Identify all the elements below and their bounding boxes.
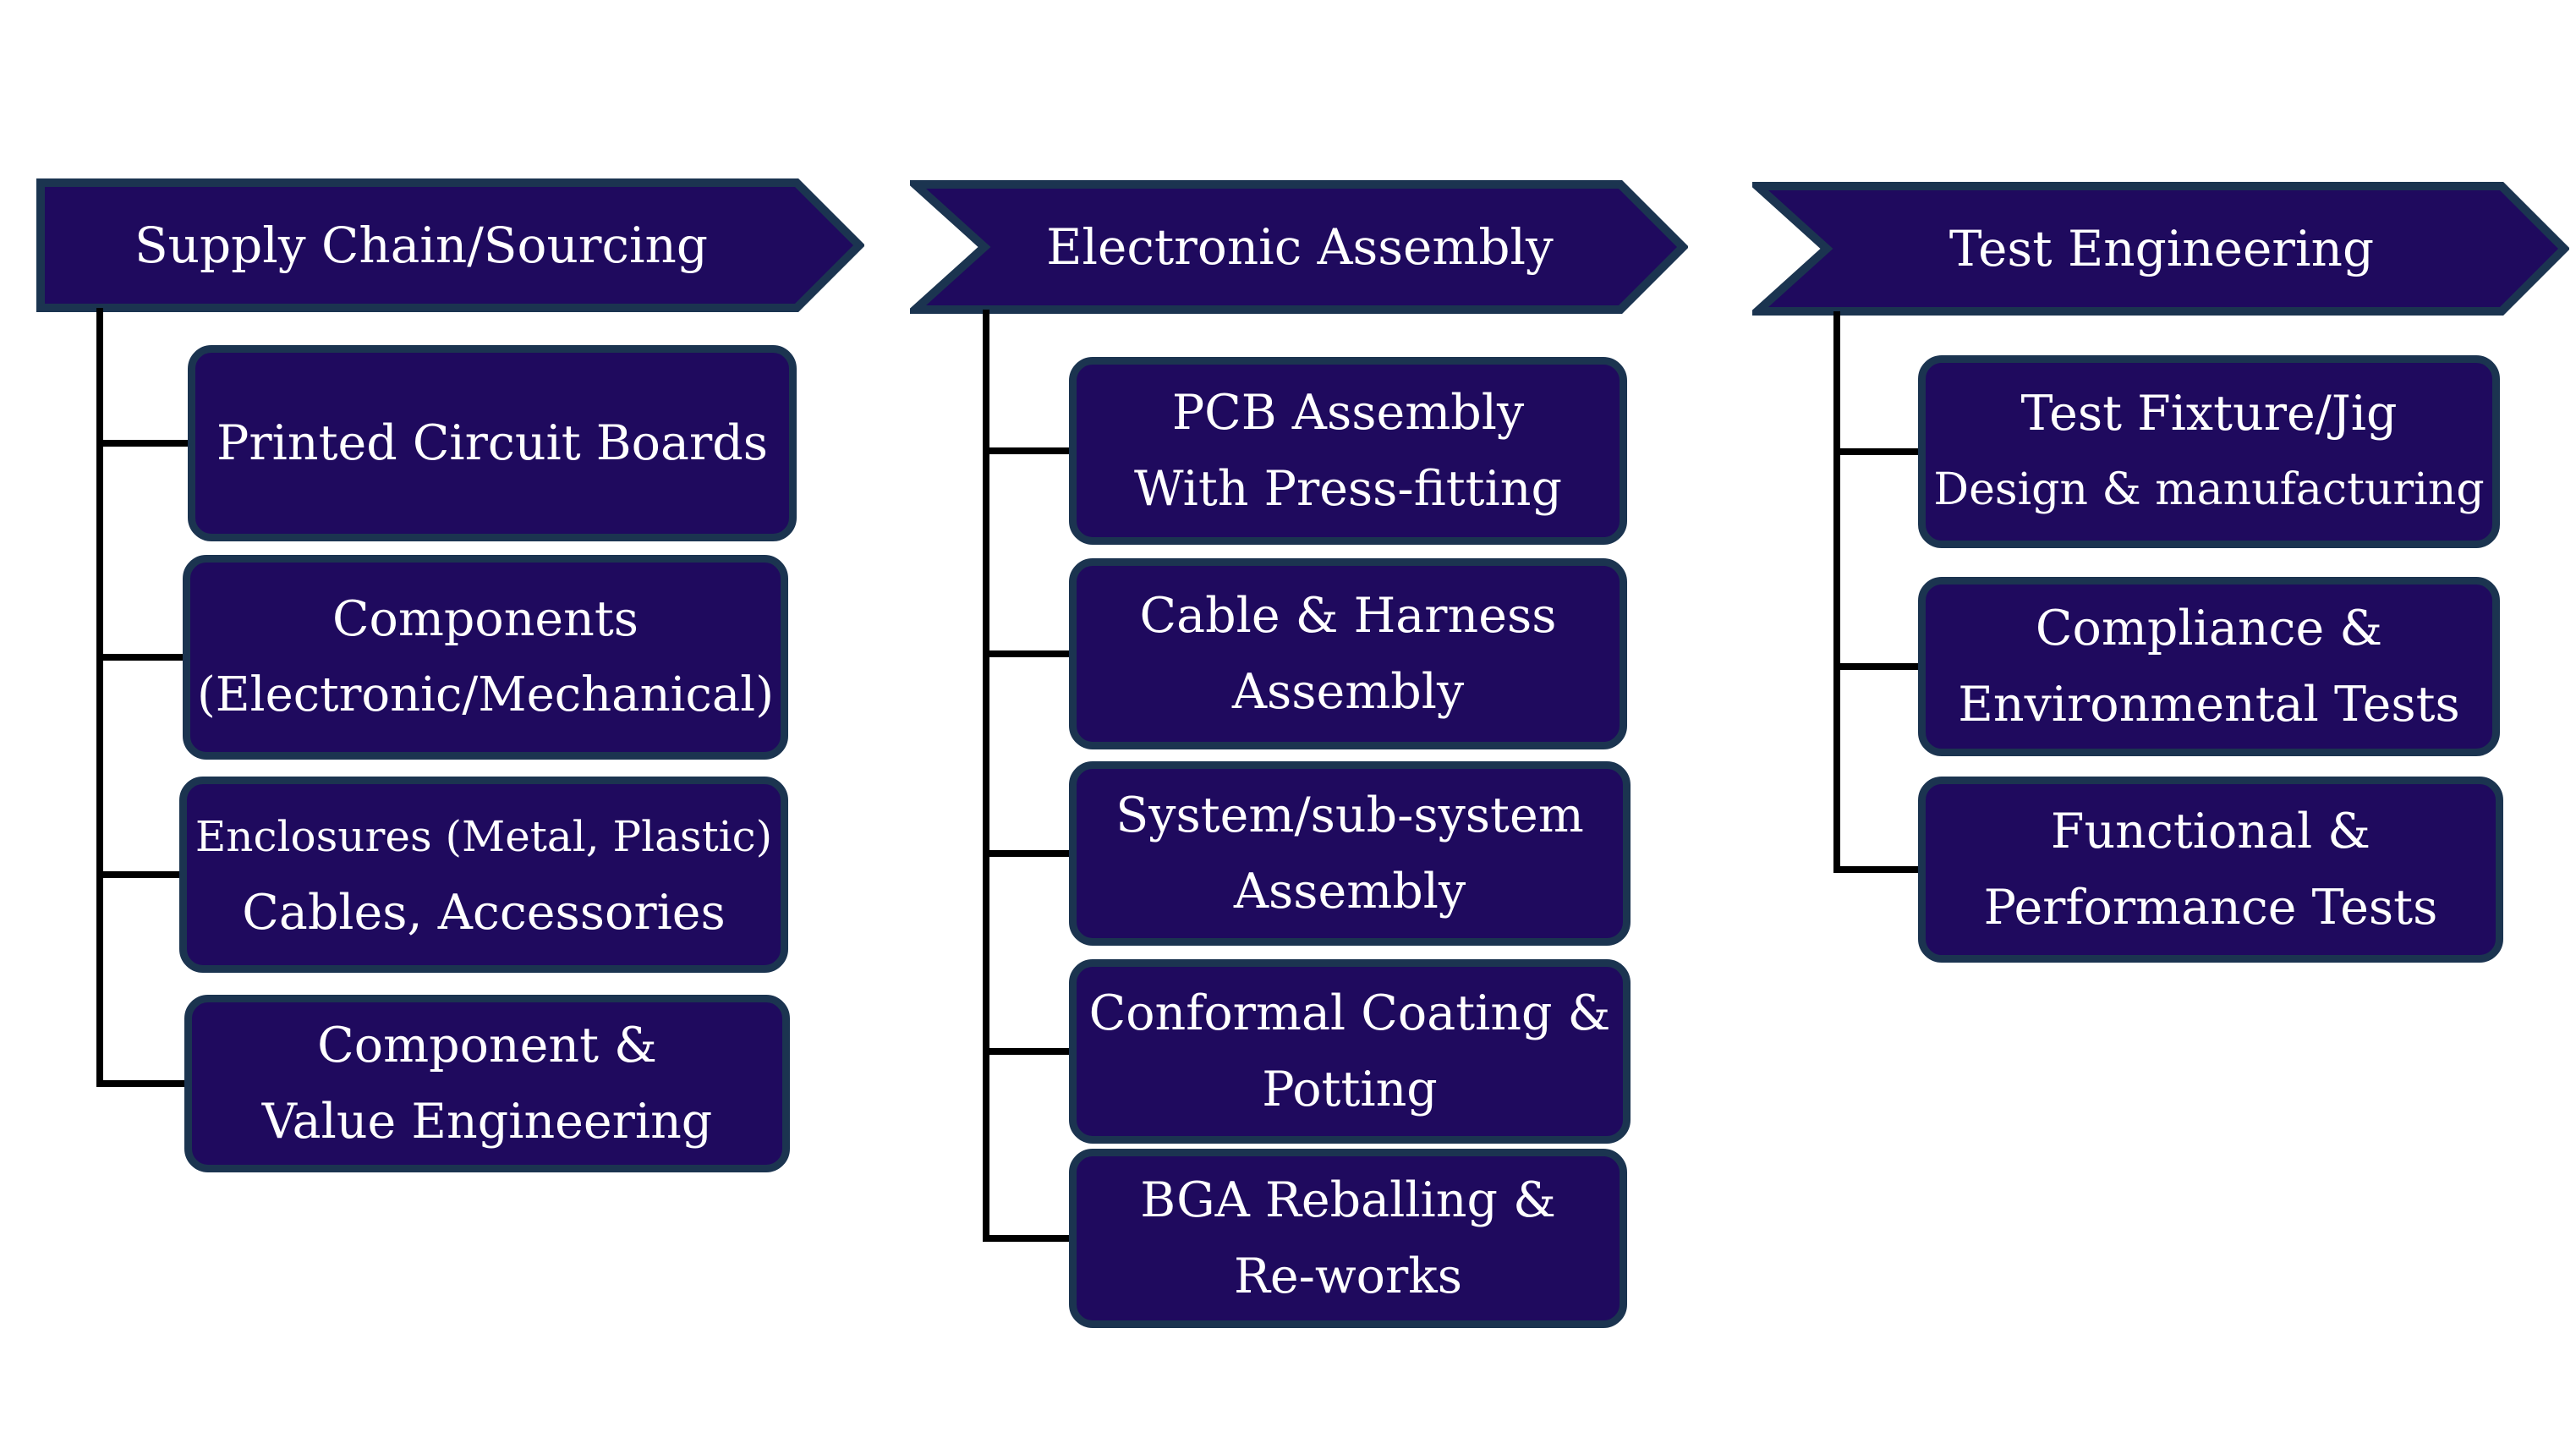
service-box-text-line: With Press-fitting	[1134, 461, 1562, 517]
service-box-text-line: Components	[332, 591, 639, 647]
service-box-text-line: Enclosures (Metal, Plastic)	[195, 812, 773, 861]
chevron-polygon	[910, 180, 1688, 314]
service-box-text-line: Functional &	[2050, 804, 2371, 859]
branch-connector	[983, 447, 1072, 454]
branch-connector	[983, 650, 1072, 657]
service-box-text-line: Re-works	[1233, 1249, 1463, 1304]
service-box: Component & Value Engineering	[184, 995, 790, 1172]
service-box-text-line: Cables, Accessories	[242, 885, 726, 941]
service-box-text-line: Compliance &	[2035, 601, 2383, 656]
branch-connector	[983, 1048, 1072, 1055]
trunk-connector	[96, 308, 103, 1087]
service-box-text-line: Assembly	[1231, 664, 1465, 720]
service-box-text-line: Environmental Tests	[1958, 677, 2460, 733]
service-box: Functional & Performance Tests	[1918, 777, 2503, 963]
service-box-text-line: System/sub-system	[1115, 788, 1584, 843]
trunk-connector	[1833, 311, 1840, 873]
branch-connector	[983, 850, 1072, 857]
branch-connector	[1833, 663, 1921, 670]
column-header-1: Supply Chain/Sourcing	[36, 178, 864, 313]
column-header-label: Supply Chain/Sourcing	[134, 217, 709, 274]
chevron-arrow-shape	[1752, 182, 2569, 316]
branch-connector	[1833, 866, 1921, 873]
branch-connector	[96, 871, 183, 878]
service-box-text-line: Printed Circuit Boards	[216, 415, 768, 471]
service-box: Enclosures (Metal, Plastic) Cables, Acces…	[179, 777, 788, 973]
column-header-label: Test Engineering	[1948, 220, 2375, 277]
service-box-text-line: Cable & Harness	[1139, 588, 1557, 644]
column-header-3: Test Engineering	[1752, 181, 2569, 316]
chevron-polygon	[1752, 182, 2569, 316]
service-box: Printed Circuit Boards	[188, 345, 797, 541]
service-box-text-line: Assembly	[1233, 864, 1466, 919]
chevron-arrow-shape	[910, 180, 1688, 314]
service-box: Components (Electronic/Mechanical)	[183, 555, 788, 760]
trunk-connector	[983, 310, 989, 1242]
branch-connector	[96, 1080, 188, 1087]
branch-connector	[96, 440, 191, 447]
service-box: Compliance & Environmental Tests	[1918, 577, 2500, 756]
service-box-text-line: Potting	[1262, 1062, 1438, 1117]
service-box: BGA Reballing & Re-works	[1069, 1149, 1627, 1328]
service-box-text-line: PCB Assembly	[1171, 385, 1525, 441]
service-box-text-line: Test Fixture/Jig	[2020, 386, 2398, 442]
service-box-text-line: Component &	[317, 1018, 657, 1073]
service-box-text-line: Value Engineering	[261, 1094, 713, 1150]
service-box-text-line: Conformal Coating &	[1088, 985, 1611, 1041]
chevron-polygon	[36, 178, 864, 312]
service-box-text-line: BGA Reballing &	[1140, 1172, 1556, 1228]
branch-connector	[983, 1235, 1072, 1242]
column-header-label: Electronic Assembly	[1046, 218, 1554, 276]
service-box-text-line: (Electronic/Mechanical)	[196, 667, 775, 722]
service-box-text-line: Performance Tests	[1983, 880, 2438, 936]
chevron-arrow-shape	[36, 178, 864, 312]
service-box: Conformal Coating & Potting	[1069, 959, 1631, 1144]
column-header-2: Electronic Assembly	[910, 179, 1688, 315]
branch-connector	[1833, 448, 1921, 455]
service-box-text-line: Design & manufacturing	[1933, 464, 2485, 515]
branch-connector	[96, 654, 186, 661]
